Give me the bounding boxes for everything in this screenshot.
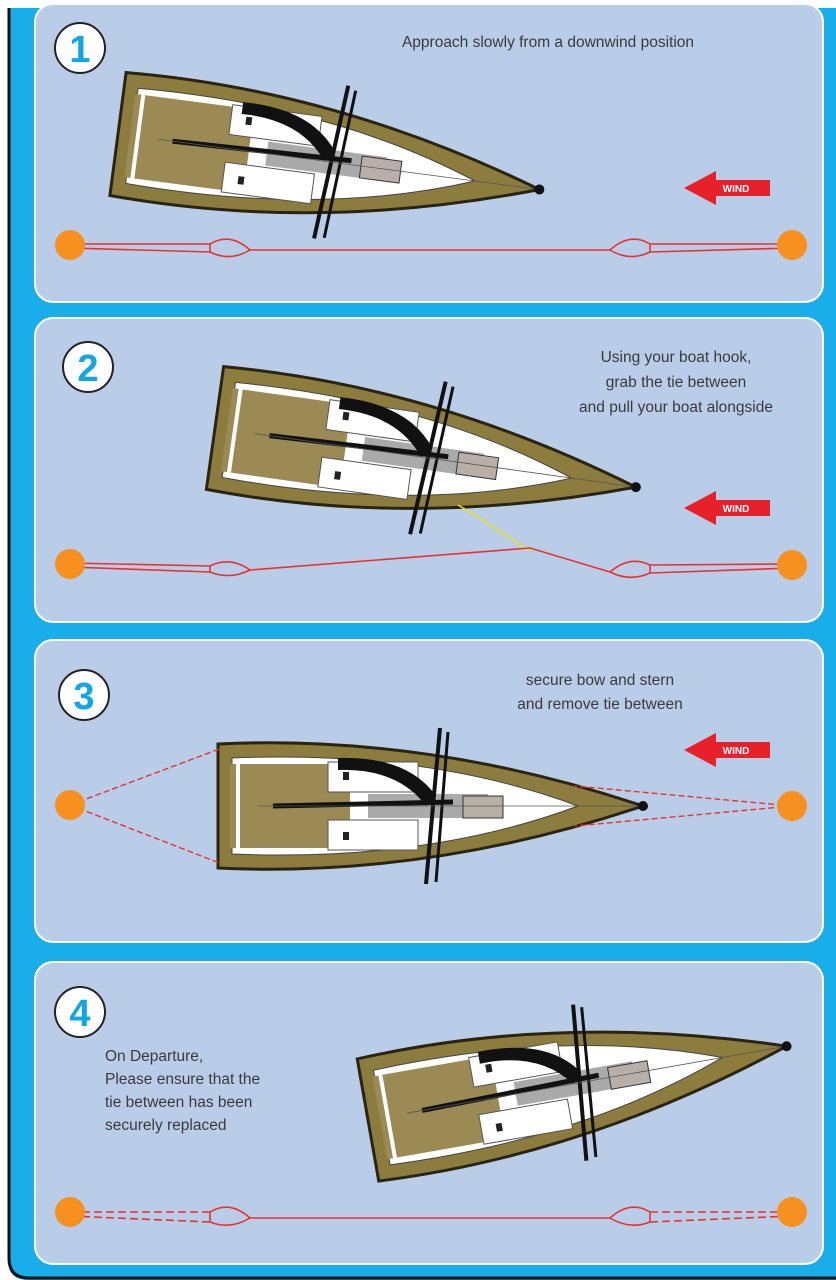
- step-number-badge: 1: [54, 22, 106, 74]
- step-2-panel: 2 Using your boat hook, grab the tie bet…: [34, 317, 824, 623]
- buoy-left: [55, 549, 85, 579]
- wind-arrow-icon: WIND: [684, 491, 770, 525]
- wind-label: WIND: [723, 504, 750, 515]
- step-3-panel: 3 secure bow and stern and remove tie be…: [34, 639, 824, 943]
- step-instruction-line: and remove tie between: [517, 696, 682, 713]
- step-instruction-line: and pull your boat alongside: [579, 399, 773, 416]
- step-number-badge: 4: [54, 986, 106, 1038]
- step-4-panel: 4 On Departure, Please ensure that the t…: [34, 961, 824, 1265]
- step-number-badge: 3: [58, 669, 110, 721]
- mooring-line: [69, 747, 793, 865]
- mooring-line: [69, 547, 793, 579]
- wind-label: WIND: [723, 746, 750, 757]
- wind-arrow-icon: WIND: [684, 171, 770, 205]
- buoy-right: [777, 550, 807, 580]
- buoy-left: [55, 790, 85, 820]
- buoy-left: [55, 1197, 85, 1227]
- wind-arrow-icon: WIND: [684, 733, 770, 767]
- step-instruction: Approach slowly from a downwind position: [402, 34, 694, 51]
- buoy-right: [777, 1197, 807, 1227]
- mooring-line: [69, 238, 793, 258]
- step-instruction-line: secure bow and stern: [526, 672, 674, 689]
- step-number: 2: [77, 348, 98, 390]
- buoy-right: [777, 230, 807, 260]
- boat-hook-line: [457, 504, 535, 551]
- mooring-line: [69, 1206, 793, 1226]
- step-number-badge: 2: [62, 341, 114, 393]
- wind-label: WIND: [723, 184, 750, 195]
- step-instruction-line: On Departure,: [105, 1048, 203, 1065]
- step-1-panel: 1 Approach slowly from a downwind positi…: [34, 3, 824, 303]
- step-instruction-line: securely replaced: [105, 1117, 226, 1134]
- step-number: 1: [69, 29, 90, 71]
- step-instruction-line: Using your boat hook,: [601, 349, 752, 366]
- step-instruction-line: Please ensure that the: [105, 1071, 260, 1088]
- buoy-left: [55, 230, 85, 260]
- step-instruction-line: tie between has been: [105, 1094, 252, 1111]
- buoy-right: [777, 791, 807, 821]
- frame-border: [7, 8, 836, 1280]
- step-number: 3: [73, 676, 94, 718]
- step-number: 4: [69, 993, 90, 1035]
- step-instruction-line: grab the tie between: [606, 374, 746, 391]
